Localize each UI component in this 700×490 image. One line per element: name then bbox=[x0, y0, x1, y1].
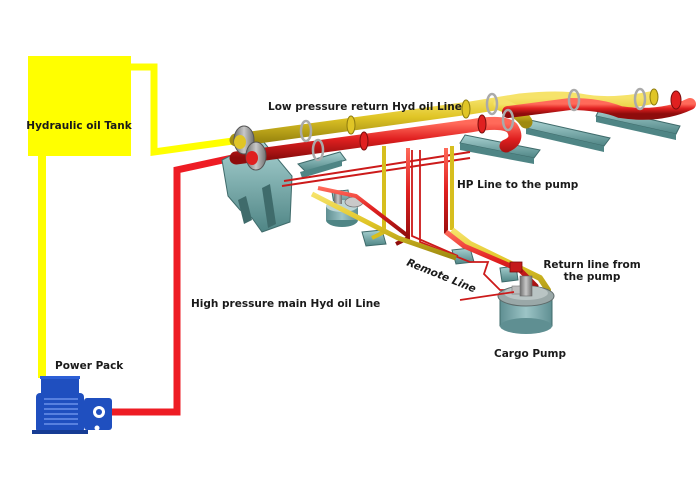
high-pressure-main-line bbox=[112, 151, 247, 416]
power-pack-label: Power Pack bbox=[55, 360, 124, 372]
main-header bbox=[229, 87, 696, 171]
pipe-supports bbox=[221, 107, 681, 283]
pipe-clamp bbox=[567, 88, 581, 112]
low-pressure-return-line bbox=[131, 63, 241, 157]
flange bbox=[477, 114, 487, 134]
pipe-clamp bbox=[633, 87, 647, 111]
flange bbox=[670, 90, 682, 110]
pipe-clamp bbox=[299, 119, 313, 143]
cargo-pump-label: Cargo Pump bbox=[494, 348, 566, 360]
return-line-label-1: Return line from bbox=[543, 259, 640, 271]
yellow-pipe-small-pump bbox=[310, 191, 457, 261]
pipe-clamp bbox=[311, 138, 325, 162]
flange bbox=[359, 131, 369, 151]
pipe-clamp bbox=[485, 92, 499, 116]
pipe-clamp bbox=[501, 108, 515, 132]
cargo-pump bbox=[459, 275, 555, 334]
branch-lines bbox=[281, 148, 528, 291]
power-pack bbox=[32, 376, 112, 434]
hydraulic-tank bbox=[28, 56, 131, 156]
remote-line bbox=[281, 157, 471, 187]
flange bbox=[346, 115, 356, 135]
remote-line-path bbox=[419, 150, 528, 291]
red-pipe-small-pump bbox=[317, 186, 410, 238]
schematic-lines bbox=[38, 63, 247, 416]
hp-line-to-pump-label: HP Line to the pump bbox=[457, 179, 579, 191]
i-beam-support bbox=[297, 151, 347, 173]
flange bbox=[461, 99, 471, 119]
hp-branch-red bbox=[395, 148, 410, 246]
flange bbox=[649, 88, 659, 106]
low-pressure-return-label: Low pressure return Hyd oil Line bbox=[268, 101, 462, 113]
tank-label: Hydraulic oil Tank bbox=[26, 120, 132, 132]
return-line-label-2: the pump bbox=[564, 271, 621, 283]
high-pressure-main-label: High pressure main Hyd oil Line bbox=[191, 298, 380, 310]
valve-block bbox=[509, 261, 523, 273]
